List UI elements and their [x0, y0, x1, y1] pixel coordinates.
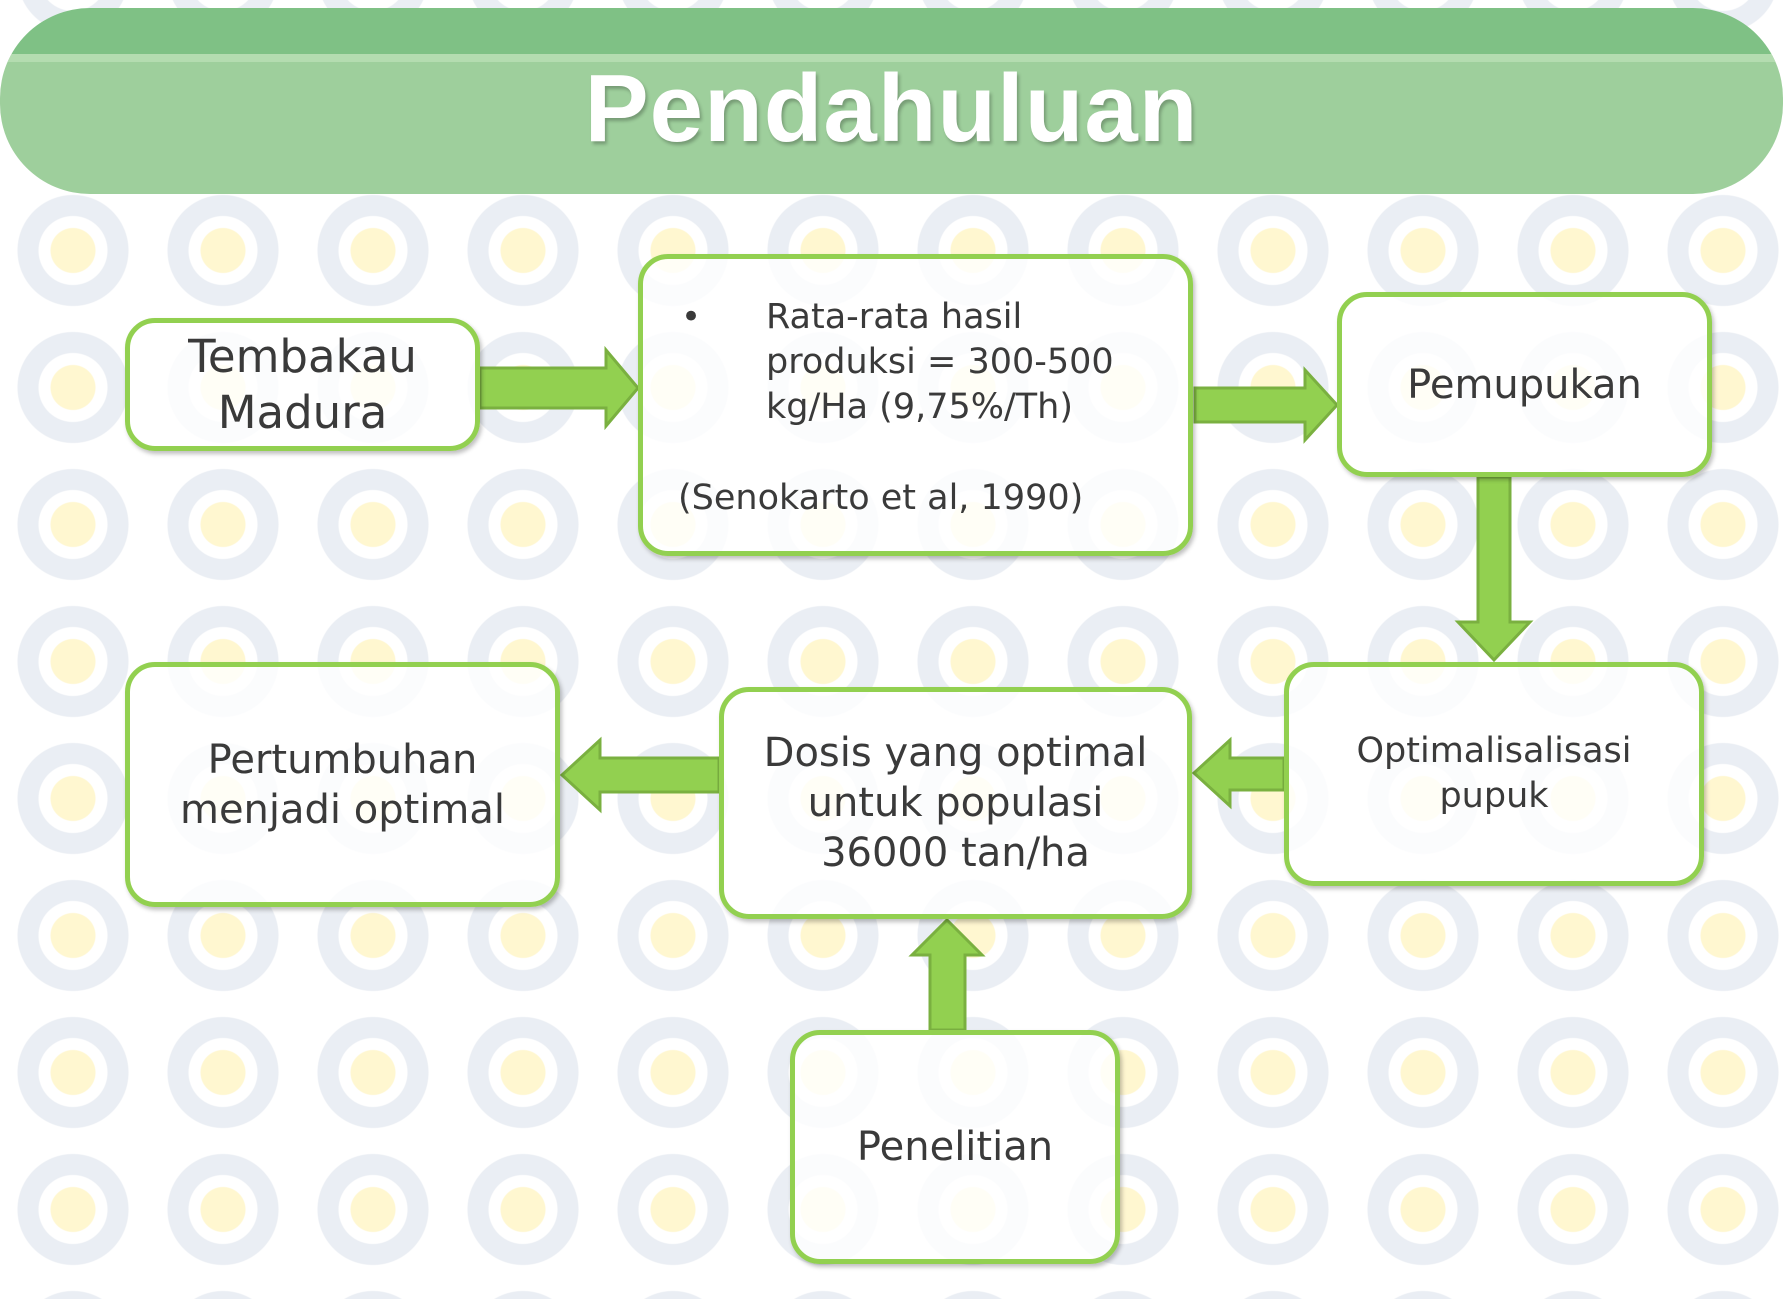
box-line: 36000 tan/ha — [821, 830, 1090, 876]
box-line: Rata-rata hasil — [766, 297, 1023, 337]
box-line: Penelitian — [856, 1124, 1054, 1170]
box-line: kg/Ha (9,75%/Th) — [766, 387, 1074, 427]
box-penelitian: Penelitian — [790, 1030, 1120, 1264]
box-line: Dosis yang optimal — [763, 730, 1148, 776]
box-line: Tembakau — [188, 329, 417, 383]
box-pertumbuhan-optimal: Pertumbuhan menjadi optimal — [125, 662, 560, 907]
title-banner: Pendahuluan — [0, 8, 1783, 194]
box-line: Madura — [217, 385, 388, 439]
box-line: untuk populasi — [807, 780, 1104, 826]
box-optimalisasi-pupuk: Optimalisalisasi pupuk — [1284, 662, 1704, 886]
box-tembakau-madura: Tembakau Madura — [125, 318, 480, 451]
box-rata-rata-produksi: • Rata-rata hasil produksi = 300-500 kg/… — [638, 254, 1193, 556]
citation: (Senokarto et al, 1990) — [678, 478, 1084, 518]
box-pemupukan: Pemupukan — [1337, 292, 1712, 477]
bullet-icon: • — [681, 297, 702, 337]
box-line: pupuk — [1439, 776, 1549, 816]
bullet-text: Rata-rata hasil produksi = 300-500 kg/Ha… — [766, 295, 1186, 430]
page-title: Pendahuluan — [584, 55, 1199, 162]
box-line: Pertumbuhan — [207, 736, 478, 783]
box-line: produksi = 300-500 — [766, 342, 1114, 382]
box-dosis-optimal: Dosis yang optimal untuk populasi 36000 … — [719, 687, 1192, 919]
box-line: Pemupukan — [1407, 361, 1642, 408]
box-line: Optimalisalisasi — [1356, 731, 1632, 771]
banner-stripe — [0, 54, 1783, 62]
box-line: menjadi optimal — [179, 786, 506, 833]
